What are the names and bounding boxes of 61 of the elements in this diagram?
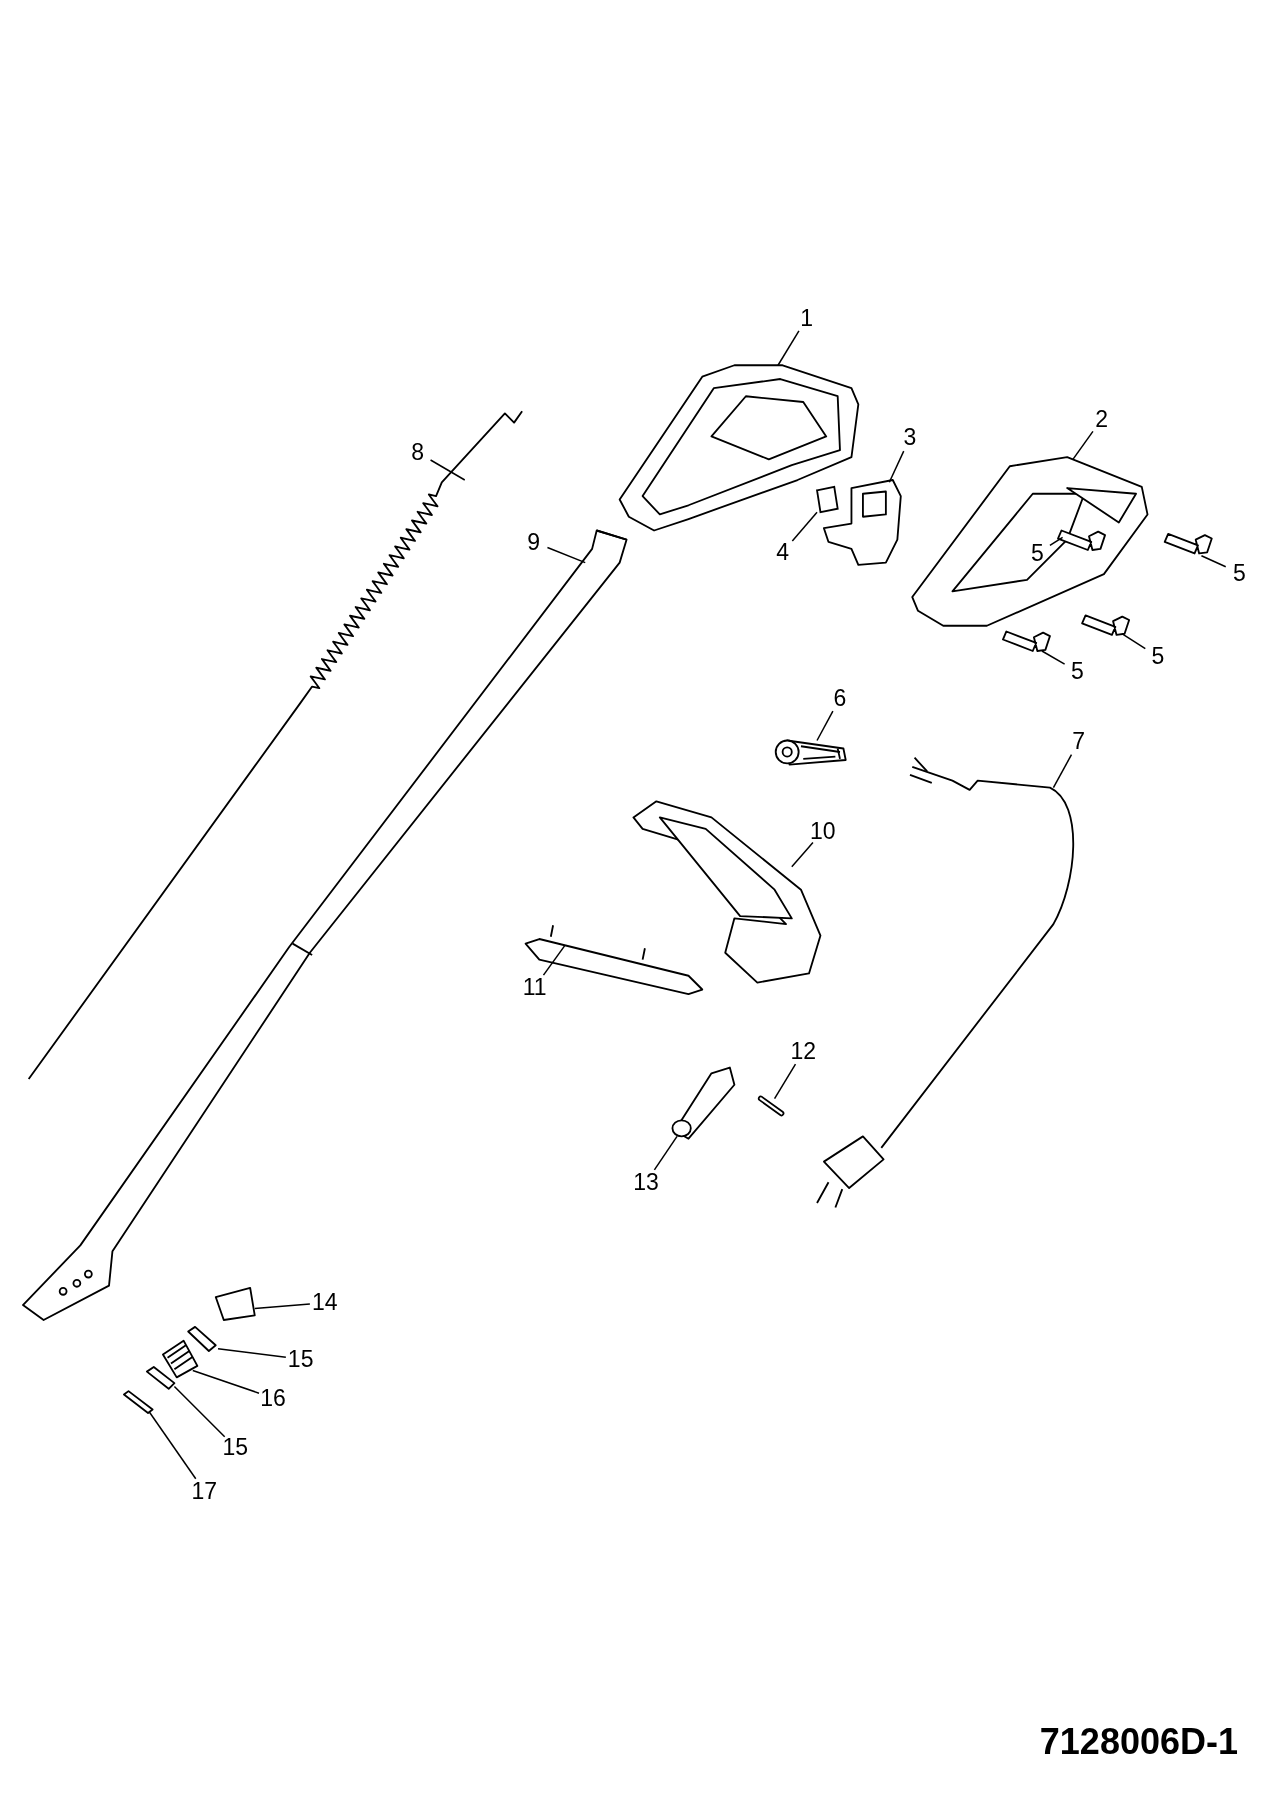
tube-drawing xyxy=(22,529,628,1321)
leader-line xyxy=(217,1347,287,1358)
callout-number: 8 xyxy=(411,440,425,464)
block-drawing xyxy=(816,485,839,514)
leader-line xyxy=(542,945,566,976)
leader-line xyxy=(1200,555,1227,568)
callout-number: 12 xyxy=(790,1039,817,1063)
leader-line xyxy=(546,546,586,564)
leader-line xyxy=(429,459,466,481)
screw-drawing xyxy=(1163,533,1213,555)
leader-line xyxy=(777,330,800,366)
leader-line xyxy=(791,511,818,542)
callout-number: 5 xyxy=(1030,541,1044,565)
screw-drawing xyxy=(1002,630,1051,652)
callout-number: 5 xyxy=(1232,561,1246,585)
leader-line xyxy=(653,1135,678,1171)
ring-drawing xyxy=(145,1366,176,1390)
pin-drawing xyxy=(123,1390,154,1414)
callout-number: 16 xyxy=(260,1386,286,1410)
leader-line xyxy=(888,450,905,484)
callout-number: 7 xyxy=(1072,729,1086,753)
leader-line xyxy=(192,1369,260,1394)
cover-drawing xyxy=(524,924,704,995)
leader-line xyxy=(791,841,814,868)
cap-drawing xyxy=(214,1286,256,1321)
callout-number: 5 xyxy=(1071,659,1084,683)
callout-number: 3 xyxy=(903,425,917,449)
callout-number: 13 xyxy=(633,1170,659,1194)
switch-drawing xyxy=(823,479,902,566)
screw-drawing xyxy=(1081,614,1131,636)
leader-line xyxy=(173,1385,226,1438)
pin-drawing xyxy=(774,739,847,766)
spring-drawing xyxy=(162,1339,199,1379)
callout-number: 1 xyxy=(800,306,814,330)
leader-line xyxy=(1049,536,1064,547)
callout-number: 17 xyxy=(191,1479,218,1503)
leader-line xyxy=(1052,753,1073,789)
callout-number: 6 xyxy=(833,686,847,710)
leader-line xyxy=(773,1063,797,1100)
wire-rod-drawing xyxy=(27,410,524,1080)
ring-drawing xyxy=(187,1325,217,1352)
callout-number: 15 xyxy=(287,1347,314,1371)
clip-drawing xyxy=(671,1066,736,1140)
callout-number: 10 xyxy=(809,819,836,843)
callout-number: 4 xyxy=(776,540,789,564)
leader-line xyxy=(1041,650,1066,665)
handle-housing-drawing xyxy=(618,364,860,532)
leader-line xyxy=(816,710,834,742)
callout-number: 2 xyxy=(1095,407,1108,431)
leader-line xyxy=(1072,430,1094,461)
drawing-number: 7128006D-1 xyxy=(1039,1724,1238,1760)
leader-line xyxy=(1121,633,1147,650)
leader-line xyxy=(254,1303,311,1310)
leader-line xyxy=(148,1411,197,1480)
pin-drawing xyxy=(757,1095,785,1117)
callout-number: 9 xyxy=(527,530,540,554)
callout-number: 11 xyxy=(522,975,547,999)
callout-number: 14 xyxy=(311,1290,338,1314)
callout-number: 5 xyxy=(1151,644,1165,668)
handle-housing-drawing xyxy=(911,456,1149,627)
callout-number: 15 xyxy=(222,1435,249,1459)
